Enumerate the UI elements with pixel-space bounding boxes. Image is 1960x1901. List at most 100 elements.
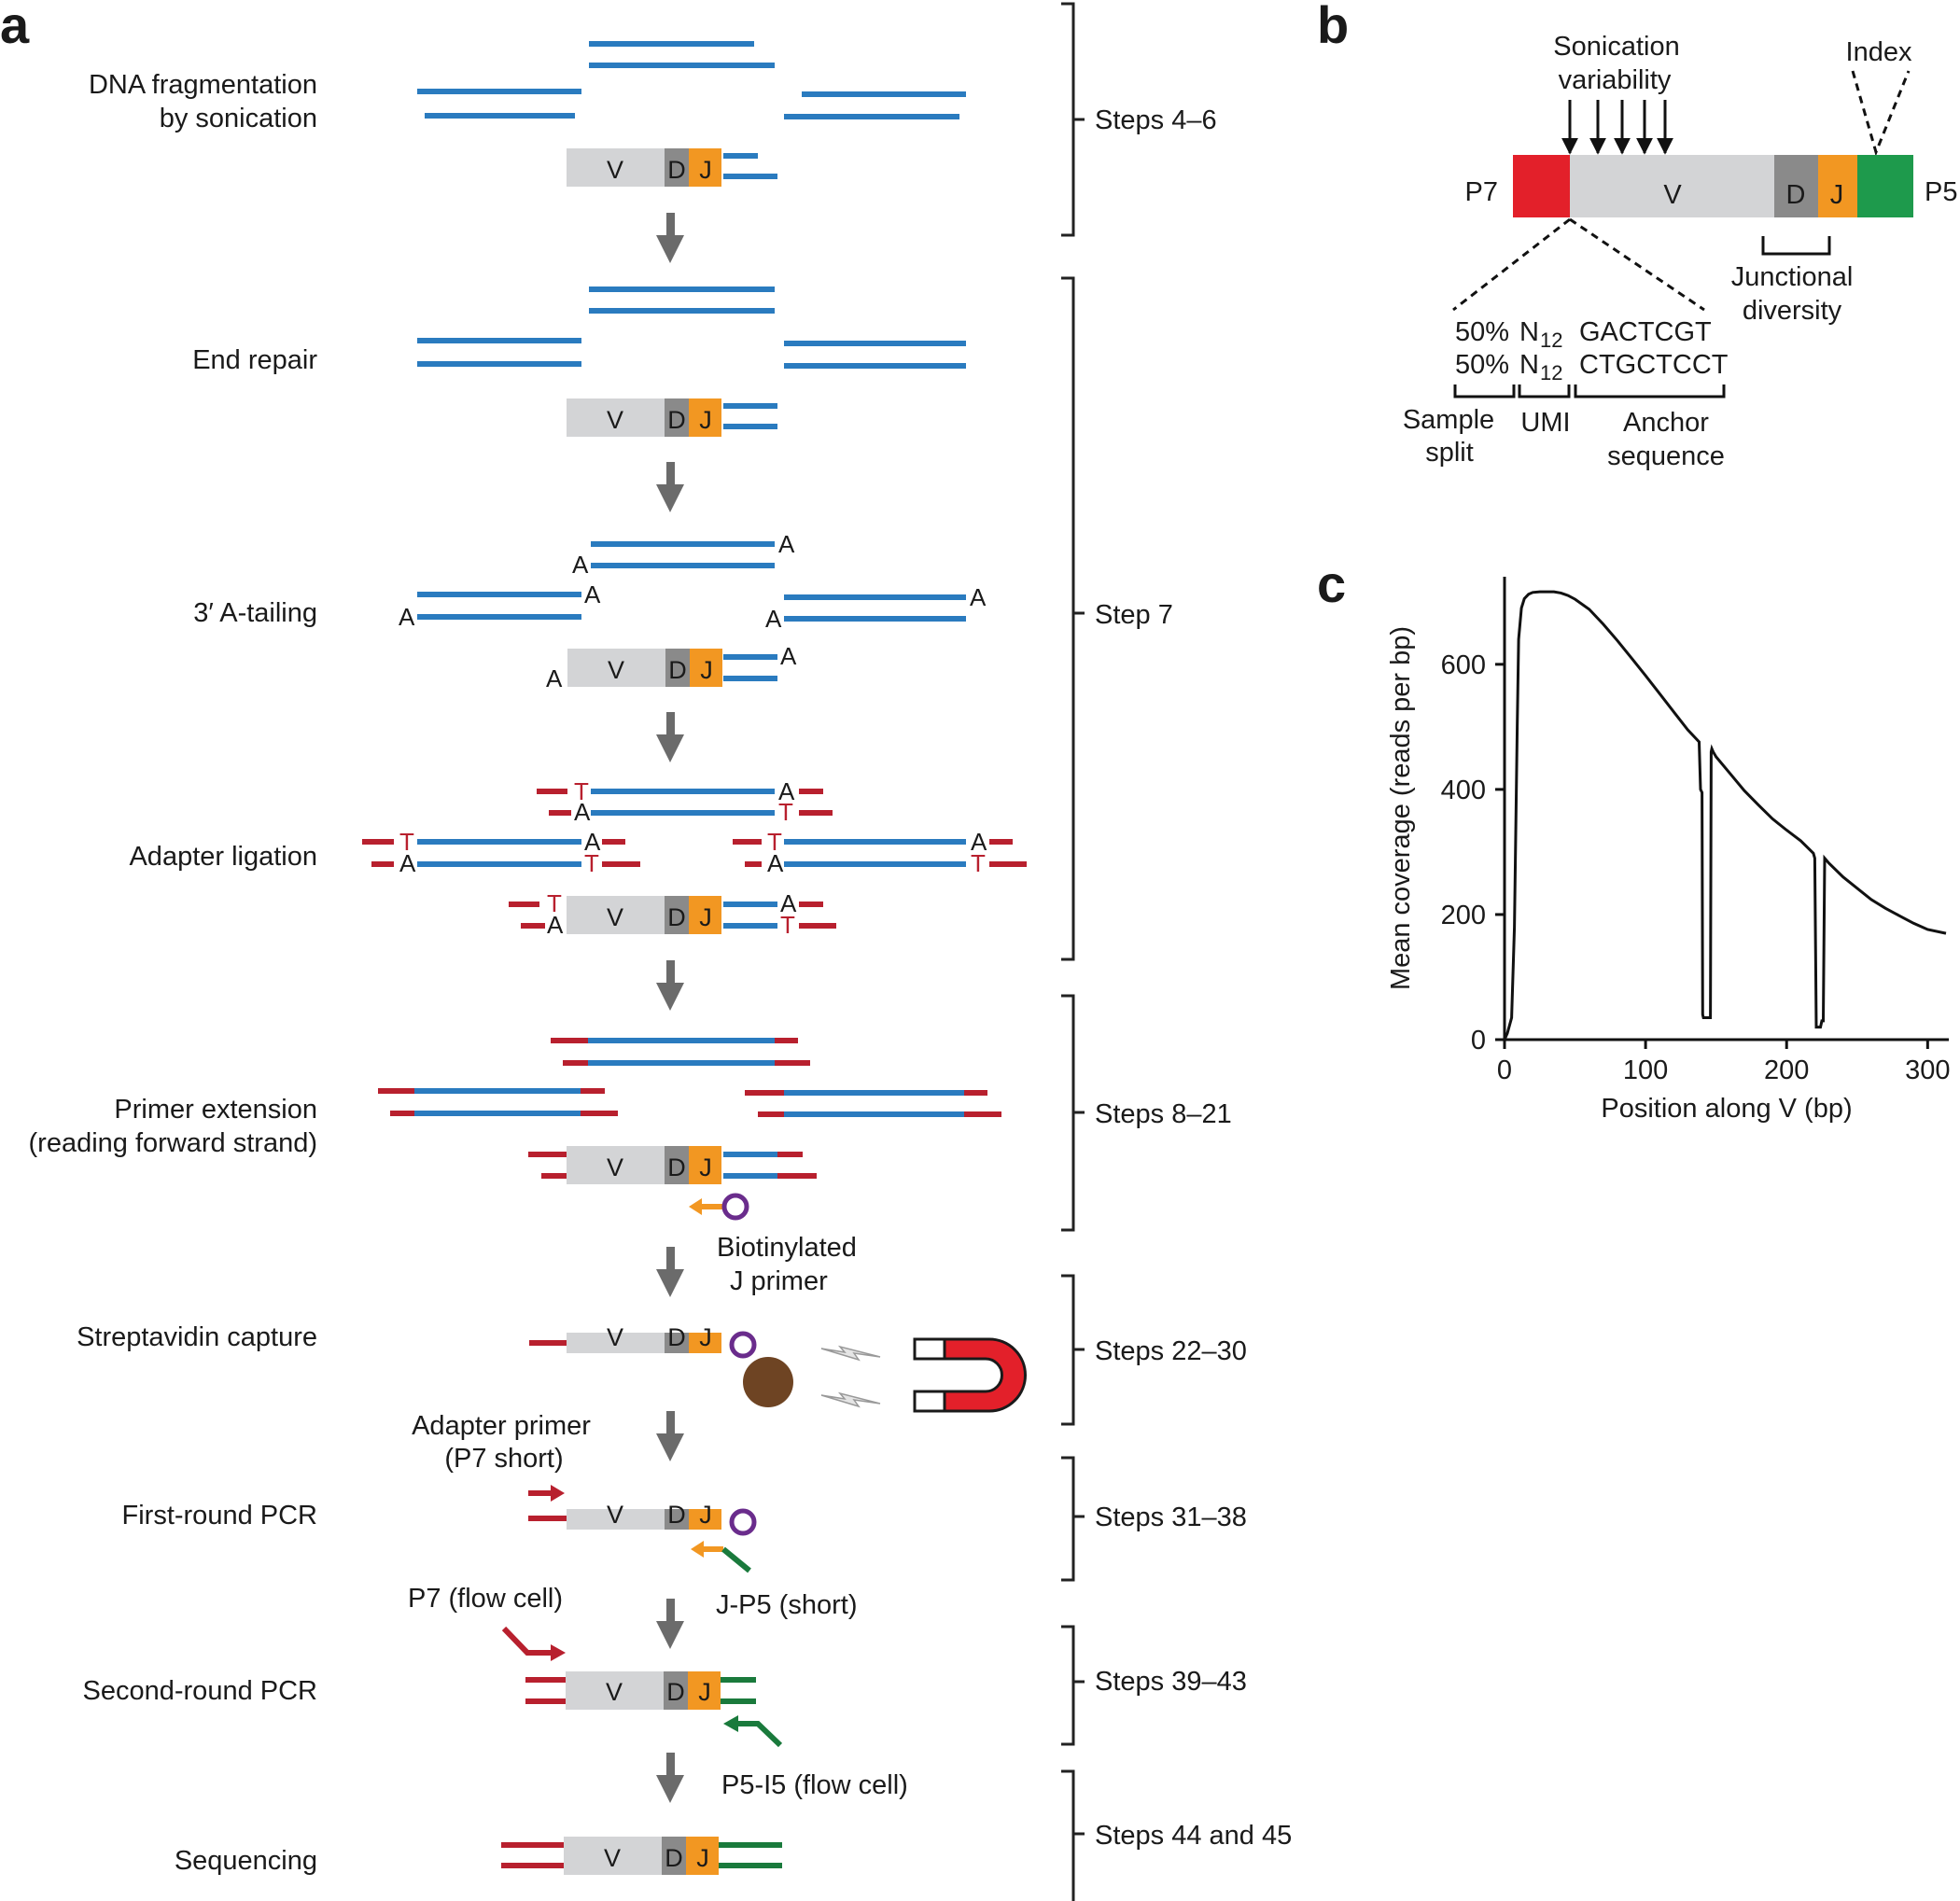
t-base: T (399, 828, 414, 856)
step4-vdj: V D J (567, 896, 721, 934)
seq-row-1: 50% N 12 GACTCGT (1455, 317, 1712, 352)
flow-arrow-8 (656, 1753, 684, 1803)
j-segment-label: J (699, 903, 712, 931)
sample-split-pct: 50% (1455, 350, 1509, 380)
j-segment-label: J (698, 1678, 711, 1706)
flow-arrow-5 (656, 1247, 684, 1297)
flow-arrow-7 (656, 1599, 684, 1649)
biotin-icon (721, 1193, 749, 1221)
step-label-a-tailing: 3′ A-tailing (193, 598, 317, 628)
index-label: Index (1846, 37, 1912, 67)
flow-arrows (656, 213, 684, 1803)
step9-sequencing: V D J (501, 1837, 782, 1875)
coverage-line (1503, 590, 1947, 1041)
d-segment-label: D (665, 1844, 683, 1872)
j-block (1818, 155, 1857, 217)
j-segment-label: J (699, 1153, 712, 1181)
panel-b-construct: Sonication variability Index P7 V D J P5… (1403, 32, 1958, 471)
bracket-steps-8-21: Steps 8–21 (1095, 1099, 1232, 1129)
y-tick-label: 600 (1441, 650, 1486, 680)
lightning-icon (820, 1345, 881, 1362)
y-tick-label: 400 (1441, 776, 1486, 805)
primer-arrow-icon (723, 1715, 738, 1732)
flow-arrow-4 (656, 960, 684, 1011)
a-base: A (547, 911, 564, 939)
junctional-label-1: Junctional (1731, 262, 1854, 292)
t-base: T (574, 777, 589, 805)
step3-vdj: V D J (567, 649, 722, 687)
d-segment-label: D (667, 156, 686, 184)
panel-a-letter: a (0, 0, 30, 54)
flow-arrow-2 (656, 462, 684, 512)
a-base: A (780, 642, 797, 670)
d-block (1774, 155, 1818, 217)
panel-c-letter: c (1317, 554, 1346, 613)
step-brackets (1061, 2, 1085, 1901)
y-tick-label: 200 (1441, 901, 1486, 930)
d-segment-label: D (667, 406, 686, 434)
adapter-primer-label-2: (P7 short) (444, 1444, 563, 1474)
x-tick-label: 100 (1623, 1055, 1668, 1085)
bracket-steps-39-43: Steps 39–43 (1095, 1667, 1247, 1697)
biotin-icon (729, 1508, 757, 1536)
a-base: A (399, 849, 416, 877)
lightning-icon (820, 1391, 881, 1408)
j-label: J (1830, 180, 1844, 210)
adapter-primer-label-1: Adapter primer (412, 1411, 591, 1441)
seq-row-2: 50% N 12 CTGCTCCT (1455, 350, 1729, 384)
j-segment-label: J (699, 1501, 712, 1529)
bracket-steps-44-45: Steps 44 and 45 (1095, 1821, 1292, 1851)
umi-n: N (1519, 350, 1539, 380)
t-base: T (780, 911, 795, 939)
a-base: A (778, 777, 795, 805)
y-axis-label: Mean coverage (reads per bp) (1386, 626, 1416, 990)
v-label: V (1663, 180, 1682, 210)
step-label-fragmentation-2: by sonication (160, 104, 317, 133)
step2-fragments (417, 287, 966, 429)
step-label-primer-extension-2: (reading forward strand) (29, 1128, 317, 1158)
step-label-streptavidin: Streptavidin capture (77, 1322, 317, 1352)
p7-block (1513, 155, 1570, 217)
a-base: A (572, 551, 589, 579)
biotinylated-j-primer: Biotinylated J primer (689, 1193, 857, 1296)
y-tick-label: 0 (1471, 1026, 1486, 1055)
flow-arrow-3 (656, 712, 684, 762)
step4-adapters (362, 789, 1027, 929)
anchor-seq: CTGCTCCT (1579, 350, 1729, 380)
step-label-second-pcr: Second-round PCR (83, 1676, 317, 1706)
bracket-step-7: Step 7 (1095, 600, 1173, 630)
primer-arrow-icon (551, 1485, 565, 1502)
t-base: T (584, 849, 599, 877)
a-base: A (574, 798, 591, 826)
a-base: A (971, 828, 987, 856)
a-base: A (546, 664, 563, 692)
primer-arrow-icon (691, 1541, 704, 1558)
a-base: A (584, 828, 601, 856)
sample-split-label-1: Sample (1403, 405, 1494, 435)
umi-n: N (1519, 317, 1539, 347)
j-segment-label: J (699, 156, 712, 184)
p5-block (1857, 155, 1913, 217)
j-segment-label: J (700, 656, 713, 684)
anchor-label-2: sequence (1607, 441, 1725, 471)
v-segment-label: V (608, 656, 624, 684)
d-label: D (1786, 180, 1806, 210)
a-base: A (767, 849, 784, 877)
step5-dna (414, 1038, 964, 1179)
anchor-seq: GACTCGT (1579, 317, 1712, 347)
v-segment-label: V (606, 1678, 623, 1706)
bracket-steps-31-38: Steps 31–38 (1095, 1503, 1247, 1532)
j-p5-label: J-P5 (short) (716, 1590, 857, 1620)
a-base: A (970, 583, 987, 611)
step8-second-pcr: P7 (flow cell) V D J P5-I5 (flow cell) (408, 1584, 908, 1800)
p5-label: P5 (1925, 177, 1957, 207)
step-label-adapter-ligation: Adapter ligation (129, 842, 317, 872)
j-segment-label: J (699, 1323, 712, 1351)
t-base: T (767, 828, 782, 856)
step-label-sequencing: Sequencing (175, 1846, 317, 1876)
sonication-label-1: Sonication (1553, 32, 1679, 62)
v-segment-label: V (607, 1153, 623, 1181)
step-label-first-pcr: First-round PCR (122, 1501, 318, 1531)
j-segment-label: J (699, 406, 712, 434)
